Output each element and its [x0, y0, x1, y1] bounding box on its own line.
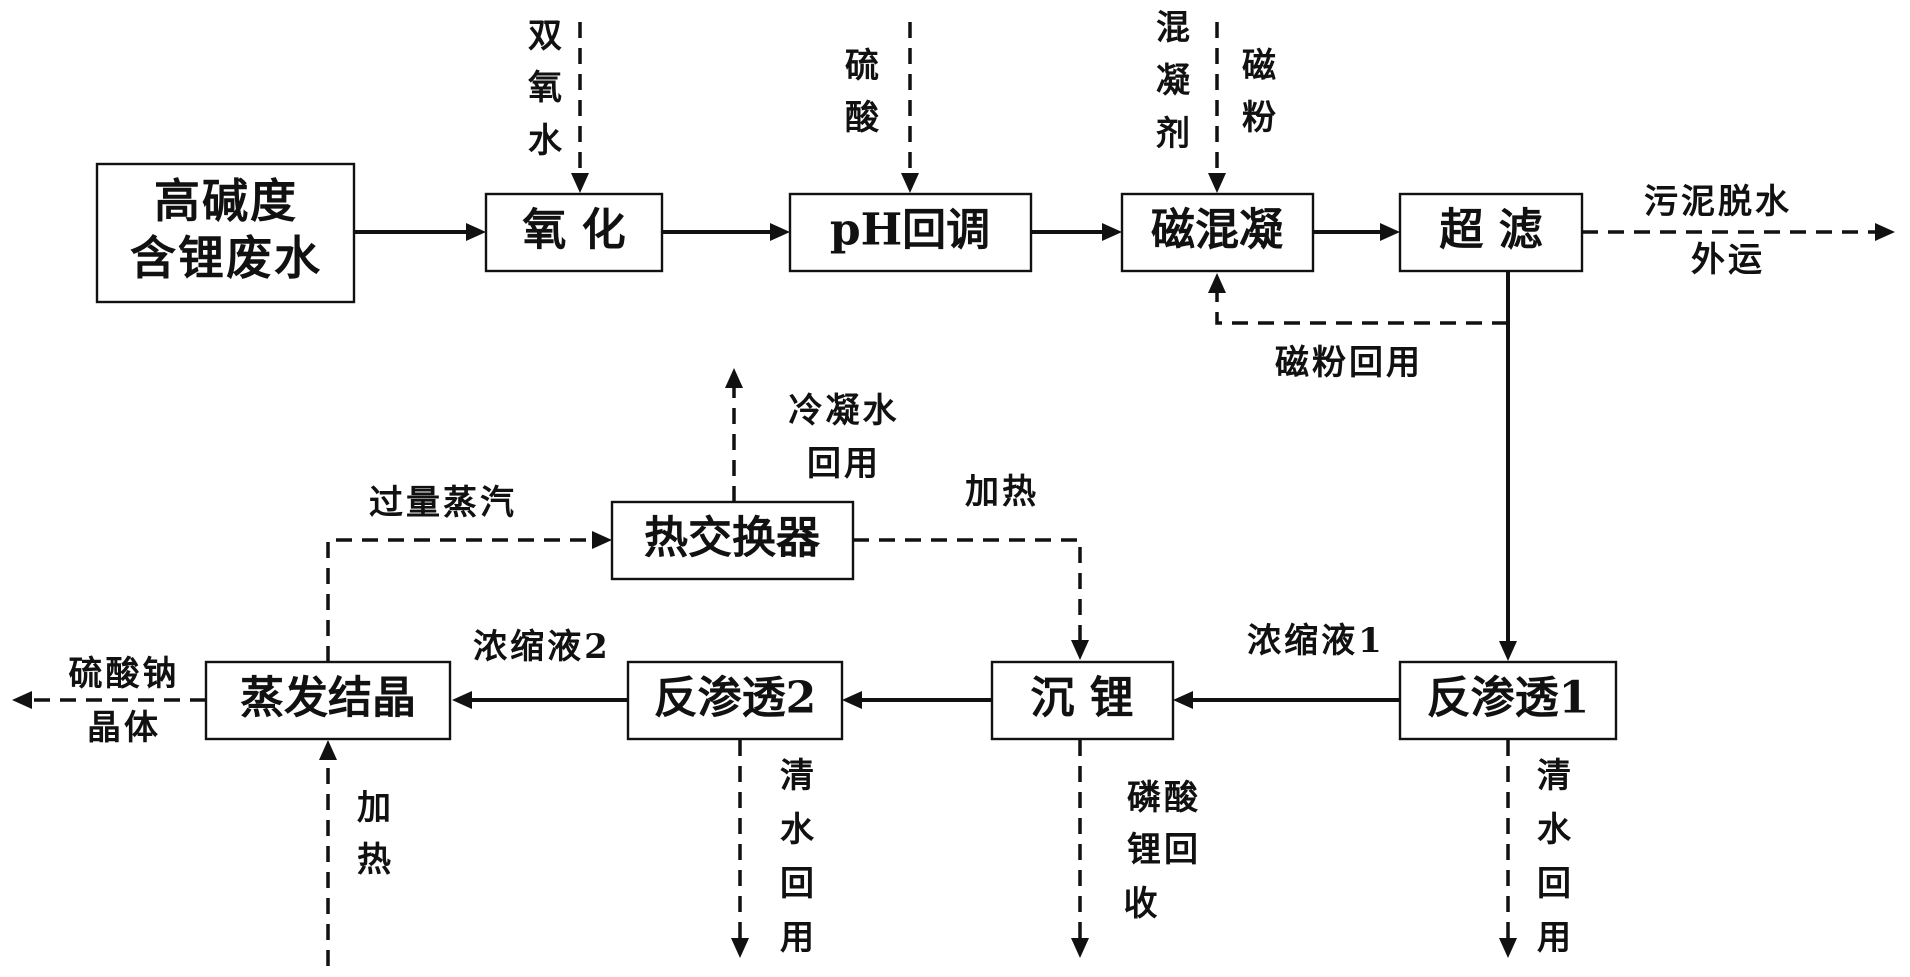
arrowhead [1875, 223, 1895, 241]
magnetic-powder-reuse-label: 磁粉回用 [1275, 343, 1423, 383]
condensate-label-line2: 回用 [807, 444, 881, 484]
ultrafiltration-label: 超 滤 [1439, 205, 1542, 256]
coagulant-char: 混 [1156, 8, 1190, 48]
clean-water-ro1-char: 回 [1537, 864, 1571, 904]
coagulant-char: 剂 [1156, 114, 1190, 154]
arrowhead [842, 691, 862, 709]
arrowhead [466, 223, 486, 241]
hydrogen-peroxide-char: 氧 [528, 68, 562, 108]
sludge-label-line1: 污泥脱水 [1644, 182, 1792, 222]
lithium-precipitation-label: 沉 锂 [1030, 673, 1133, 724]
oxidation-box [484, 192, 664, 273]
arrowhead [770, 223, 790, 241]
arrowhead [731, 938, 749, 958]
wastewater-box [95, 162, 356, 304]
concentrate2-label: 浓缩液2 [473, 627, 611, 667]
arrowhead [12, 691, 32, 709]
ro1-box [1398, 660, 1618, 741]
arrowhead [452, 691, 472, 709]
ultrafiltration-box [1398, 192, 1584, 273]
sodium-sulfate-label-line1: 硫酸钠 [69, 654, 180, 694]
magnetic-powder-char: 粉 [1242, 98, 1276, 138]
lithium-precipitation-box [990, 660, 1175, 741]
sulfuric-acid-char: 酸 [845, 98, 880, 138]
heating-top-label: 加热 [965, 472, 1039, 512]
lithium-phosphate-label-line3: 收 [1124, 884, 1161, 924]
lithium-phosphate-label-line1: 磷酸 [1127, 778, 1201, 818]
magnetic-coagulation-box [1120, 192, 1315, 273]
arrowhead [725, 368, 743, 388]
arrowhead [319, 740, 337, 760]
arrowhead [1102, 223, 1122, 241]
sulfuric-acid-char: 硫 [845, 46, 879, 86]
arrowhead [1499, 641, 1517, 661]
clean-water-ro2-char: 回 [780, 864, 814, 904]
clean-water-ro1-char: 用 [1537, 918, 1571, 958]
excess-steam-line [326, 538, 594, 662]
heat-exchanger-box [610, 500, 855, 581]
condensate-label-line1: 冷凝水 [789, 391, 900, 431]
hydrogen-peroxide-char: 双 [528, 16, 562, 56]
clean-water-ro1-char: 清 [1537, 756, 1571, 796]
ph-adjust-box [788, 192, 1033, 273]
clean-water-ro2-char: 用 [780, 918, 814, 958]
arrowhead [1499, 938, 1517, 958]
lithium-phosphate-label-line2: 锂回 [1127, 830, 1201, 870]
heating-bottom-char: 加 [357, 788, 391, 828]
clean-water-ro2-char: 水 [780, 810, 815, 850]
concentrate1-label: 浓缩液1 [1247, 621, 1385, 661]
heating-bottom-char: 热 [357, 840, 391, 880]
hydrogen-peroxide-char: 水 [528, 121, 563, 161]
arrowhead [1208, 173, 1226, 193]
ro1-label: 反渗透1 [1427, 673, 1590, 724]
arrowhead [1380, 223, 1400, 241]
oxidation-label: 氧 化 [522, 205, 625, 256]
arrowhead [901, 173, 919, 193]
ro2-box [626, 660, 844, 741]
ro2-label: 反渗透2 [654, 673, 817, 724]
coagulant-char: 凝 [1156, 61, 1190, 101]
excess-steam-label: 过量蒸汽 [369, 483, 517, 523]
clean-water-ro1-char: 水 [1537, 810, 1572, 850]
arrowhead [1071, 640, 1089, 660]
magnetic-powder-reuse-line [1215, 290, 1508, 325]
arrowhead [592, 531, 612, 549]
sludge-label-line2: 外运 [1691, 240, 1765, 280]
heating-to-lithium-line [853, 538, 1082, 641]
wastewater-label-line1: 高碱度 [154, 174, 298, 228]
arrowhead [1208, 273, 1226, 293]
clean-water-ro2-char: 清 [780, 756, 814, 796]
evaporative-crystallization-label: 蒸发结晶 [240, 673, 416, 724]
heat-exchanger-label: 热交换器 [644, 513, 821, 564]
wastewater-label-line2: 含锂废水 [130, 231, 322, 285]
ph-adjust-label: pH回调 [830, 205, 990, 256]
arrowhead [571, 173, 589, 193]
magnetic-coagulation-label: 磁混凝 [1151, 205, 1283, 256]
arrowhead [1173, 691, 1193, 709]
magnetic-powder-char: 磁 [1242, 46, 1276, 86]
arrowhead [1071, 938, 1089, 958]
evaporative-crystallization-box [204, 660, 452, 741]
sodium-sulfate-label-line2: 晶体 [87, 708, 161, 748]
